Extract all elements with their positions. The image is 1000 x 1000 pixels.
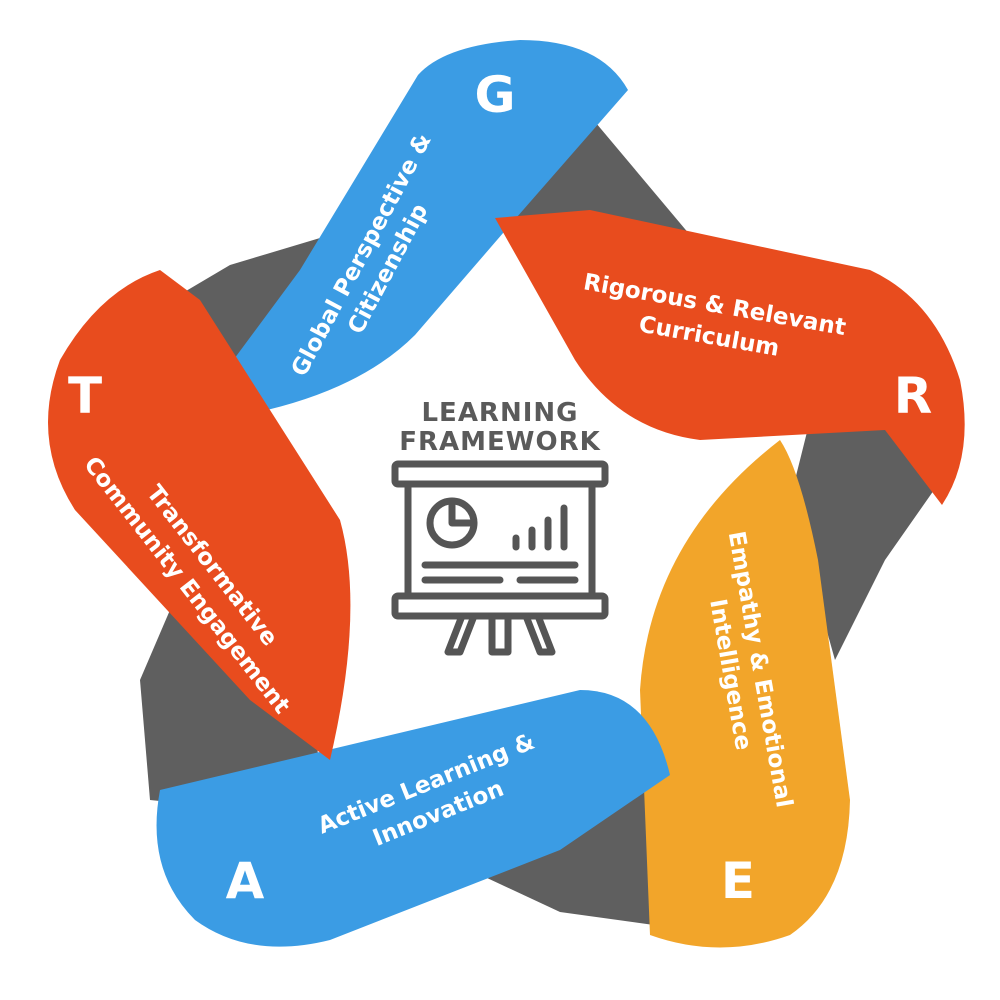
easel-leg-mid xyxy=(488,612,512,656)
center-title: LEARNING FRAMEWORK xyxy=(399,398,601,457)
band-a xyxy=(156,690,670,947)
connector-a-t xyxy=(140,610,320,810)
letter-a: A xyxy=(226,852,265,910)
easel-leg-left xyxy=(444,612,478,656)
band-e xyxy=(640,440,850,948)
presentation-board-icon xyxy=(391,460,609,656)
easel-leg-right xyxy=(522,612,556,656)
band-g xyxy=(199,40,628,421)
letter-r: R xyxy=(894,367,933,425)
letters: G R E A T xyxy=(68,66,932,910)
band-t xyxy=(48,270,351,760)
band-r xyxy=(495,210,965,505)
connector-e-a xyxy=(470,770,700,930)
letter-t: T xyxy=(68,367,102,425)
pie-slice-glyph xyxy=(448,497,478,527)
center-title-line2: FRAMEWORK xyxy=(399,427,601,457)
letter-g: G xyxy=(474,66,515,124)
letter-e: E xyxy=(721,852,755,910)
center-title-line1: LEARNING xyxy=(421,398,578,428)
colored-bands xyxy=(48,40,965,948)
connector-r-e xyxy=(790,420,948,660)
board-bottom-rail xyxy=(391,592,609,620)
